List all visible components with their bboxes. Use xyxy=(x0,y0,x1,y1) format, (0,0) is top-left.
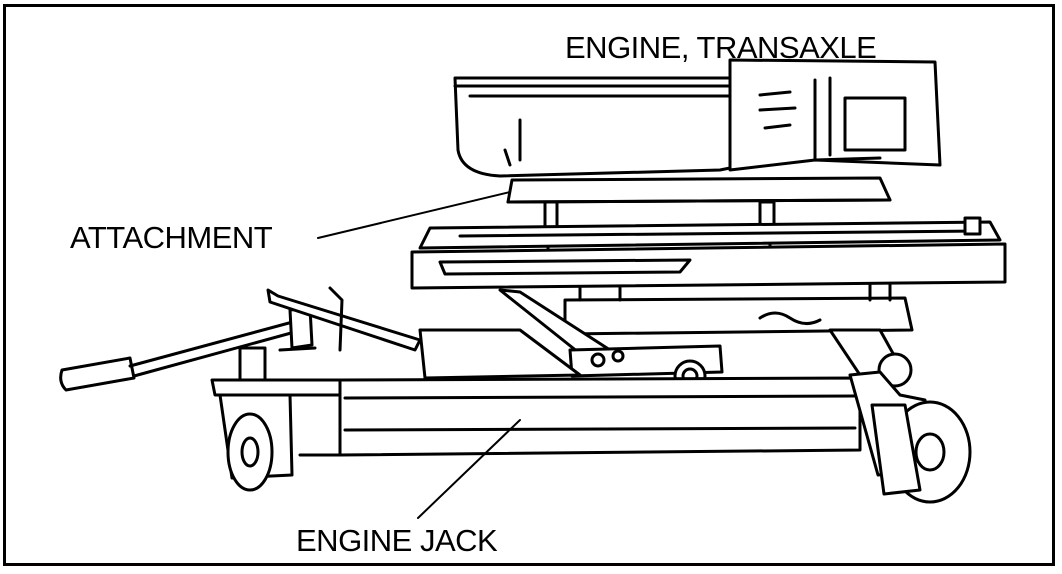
leader-attachment xyxy=(317,191,511,239)
handle-drawing xyxy=(59,286,582,392)
label-engine-transaxle: ENGINE, TRANSAXLE xyxy=(565,30,877,65)
wheels-drawing xyxy=(218,393,972,504)
engine-transaxle-drawing xyxy=(453,58,942,178)
label-engine-jack: ENGINE JACK xyxy=(296,523,498,558)
leader-engine-jack xyxy=(417,419,521,519)
jack-frame-drawing xyxy=(210,370,932,477)
label-attachment: ATTACHMENT xyxy=(70,220,273,255)
saddle-rail-drawing xyxy=(410,216,1007,290)
